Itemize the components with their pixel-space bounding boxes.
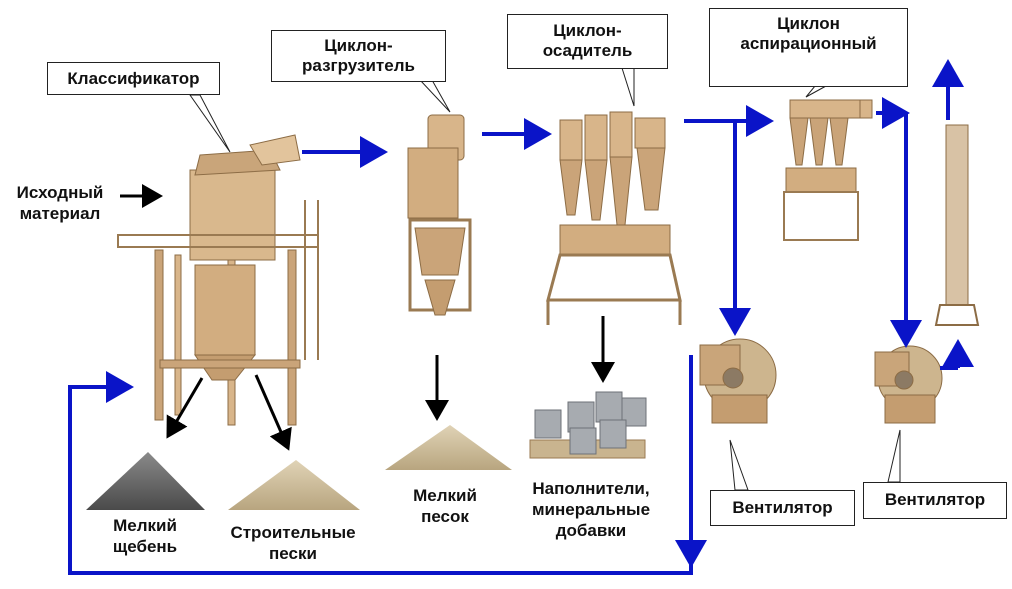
cyclone-settler-machine — [546, 111, 682, 325]
product-fillers-line2: минеральные — [531, 500, 651, 519]
product-sand-label: Строительные пески — [218, 522, 368, 564]
fan-1-callout: Вентилятор — [710, 490, 855, 526]
product-fine-sand-line1: Мелкий — [413, 486, 477, 505]
product-fillers-label: Наполнители, минеральные добавки — [518, 478, 664, 541]
aspiration-cyclone-label-line2: аспирационный — [740, 34, 877, 53]
fan-1-label: Вентилятор — [732, 498, 833, 517]
construction-sand-pile — [228, 460, 360, 510]
cyclone-discharger-label-line2: разгрузитель — [302, 56, 415, 75]
classifier-label: Классификатор — [67, 69, 200, 88]
chimney — [934, 124, 980, 326]
callout-pointers — [189, 67, 901, 491]
aspiration-cyclone-machine — [783, 99, 873, 241]
flow-arrows — [68, 59, 974, 575]
product-fillers-line1: Наполнители, — [532, 479, 650, 498]
cyclone-discharger-machine — [407, 114, 472, 316]
product-fine-sand-label: Мелкий песок — [395, 485, 495, 527]
classifier-machine — [117, 134, 319, 426]
product-sand-line2: пески — [269, 544, 317, 563]
product-fillers-line3: добавки — [555, 521, 627, 540]
arrow-to-gravel — [166, 377, 204, 439]
fine-sand-pile — [385, 425, 512, 470]
product-gravel-label: Мелкий щебень — [90, 515, 200, 557]
source-material-line1: Исходный — [16, 183, 104, 202]
source-material-label: Исходный материал — [5, 182, 115, 224]
filler-bags — [529, 391, 647, 459]
fan-2-callout: Вентилятор — [863, 482, 1007, 519]
fan-2-machine — [874, 345, 943, 424]
product-gravel-line1: Мелкий — [113, 516, 177, 535]
cyclone-discharger-label-line1: Циклон- — [324, 36, 393, 55]
arrow-to-sand — [254, 374, 292, 451]
cyclone-settler-label-line1: Циклон- — [553, 21, 622, 40]
source-material-line2: материал — [19, 204, 101, 223]
fan-2-label: Вентилятор — [884, 490, 986, 509]
aspiration-cyclone-label-line1: Циклон — [777, 14, 840, 33]
fan-1-machine — [699, 338, 777, 424]
product-gravel-line2: щебень — [112, 537, 178, 556]
product-sand-line1: Строительные — [230, 523, 356, 542]
gravel-pile — [86, 452, 205, 510]
cyclone-settler-callout: Циклон- осадитель — [507, 14, 668, 69]
classifier-callout: Классификатор — [47, 62, 220, 95]
product-fine-sand-line2: песок — [421, 507, 469, 526]
product-arrows — [120, 184, 615, 451]
cyclone-settler-label-line2: осадитель — [542, 41, 633, 60]
aspiration-cyclone-callout: Циклон аспирационный — [709, 8, 908, 87]
cyclone-discharger-callout: Циклон- разгрузитель — [271, 30, 446, 82]
